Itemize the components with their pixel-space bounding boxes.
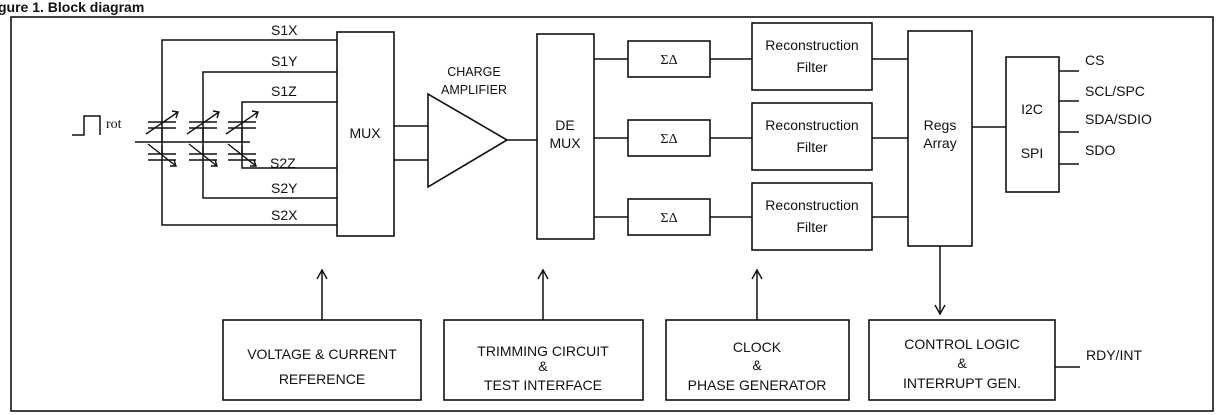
sigma-delta-block-2: [627, 119, 711, 157]
spi-label: SPI: [1021, 145, 1044, 161]
reconstruction-filter-3: [751, 182, 873, 251]
charge-amp-label-2: AMPLIFIER: [441, 83, 507, 97]
sensor-wiring: [135, 39, 337, 226]
sigma-delta-label-2: ΣΔ: [660, 132, 677, 147]
control-label-3: INTERRUPT GEN.: [903, 375, 1021, 391]
pin-label-scl-spc: SCL/SPC: [1085, 83, 1145, 99]
demux-block: [536, 33, 595, 240]
pin-label-sda-sdio: SDA/SDIO: [1085, 111, 1152, 127]
voltage-label-2: REFERENCE: [279, 371, 365, 387]
line-label-s1x: S1X: [271, 22, 298, 38]
trimming-label-3: TEST INTERFACE: [484, 377, 602, 393]
reconstruction-filter-1: [751, 22, 873, 91]
clock-label-1: CLOCK: [733, 339, 782, 355]
clock-label-3: PHASE GENERATOR: [688, 377, 827, 393]
voltage-label-1: VOLTAGE & CURRENT: [247, 346, 397, 362]
mux-block: [336, 31, 395, 237]
reconstruction-label-1a: Reconstruction: [765, 37, 858, 53]
line-label-s2x: S2X: [271, 207, 298, 223]
line-label-s1y: S1Y: [271, 53, 298, 69]
control-label-2: &: [957, 355, 967, 371]
rot-label: rot: [106, 117, 122, 132]
rot-pulse-icon: [72, 115, 101, 136]
sigma-delta-label-3: ΣΔ: [660, 211, 677, 226]
sigma-delta-block-1: [627, 40, 711, 78]
pin-label-sdo: SDO: [1085, 142, 1115, 158]
variable-capacitor-icons: [145, 110, 259, 167]
clock-phase-generator-block: [665, 319, 850, 401]
reconstruction-label-3b: Filter: [796, 219, 827, 235]
reconstruction-label-2a: Reconstruction: [765, 117, 858, 133]
sigma-delta-label-1: ΣΔ: [660, 53, 677, 68]
clock-label-2: &: [752, 357, 762, 373]
i2c-label: I2C: [1021, 101, 1043, 117]
demux-label-1: DE: [555, 117, 574, 133]
voltage-current-reference-block: [222, 319, 422, 401]
trimming-label-1: TRIMMING CIRCUIT: [477, 343, 609, 359]
regs-label-1: Regs: [924, 117, 957, 133]
mux-label: MUX: [349, 125, 381, 141]
pin-label-rdy-int: RDY/INT: [1086, 347, 1142, 363]
trimming-circuit-block: [443, 319, 644, 401]
figure-title: gure 1. Block diagram: [0, 0, 144, 15]
sigma-delta-block-3: [627, 198, 711, 236]
reconstruction-label-2b: Filter: [796, 139, 827, 155]
reconstruction-filter-2: [751, 102, 873, 171]
line-label-s2z: S2Z: [270, 155, 296, 171]
reconstruction-label-1b: Filter: [796, 59, 827, 75]
charge-amplifier: [427, 92, 509, 189]
reconstruction-label-3a: Reconstruction: [765, 197, 858, 213]
i2c-spi-block: [1005, 56, 1060, 193]
outer-frame: [10, 16, 1214, 412]
pin-label-cs: CS: [1085, 52, 1104, 68]
control-logic-block: [868, 319, 1056, 401]
charge-amp-label-1: CHARGE: [447, 65, 500, 79]
regs-label-2: Array: [923, 135, 956, 151]
line-label-s1z: S1Z: [271, 83, 297, 99]
line-label-s2y: S2Y: [271, 180, 298, 196]
demux-label-2: MUX: [549, 135, 581, 151]
trimming-label-2: &: [538, 358, 548, 374]
control-label-1: CONTROL LOGIC: [904, 336, 1019, 352]
